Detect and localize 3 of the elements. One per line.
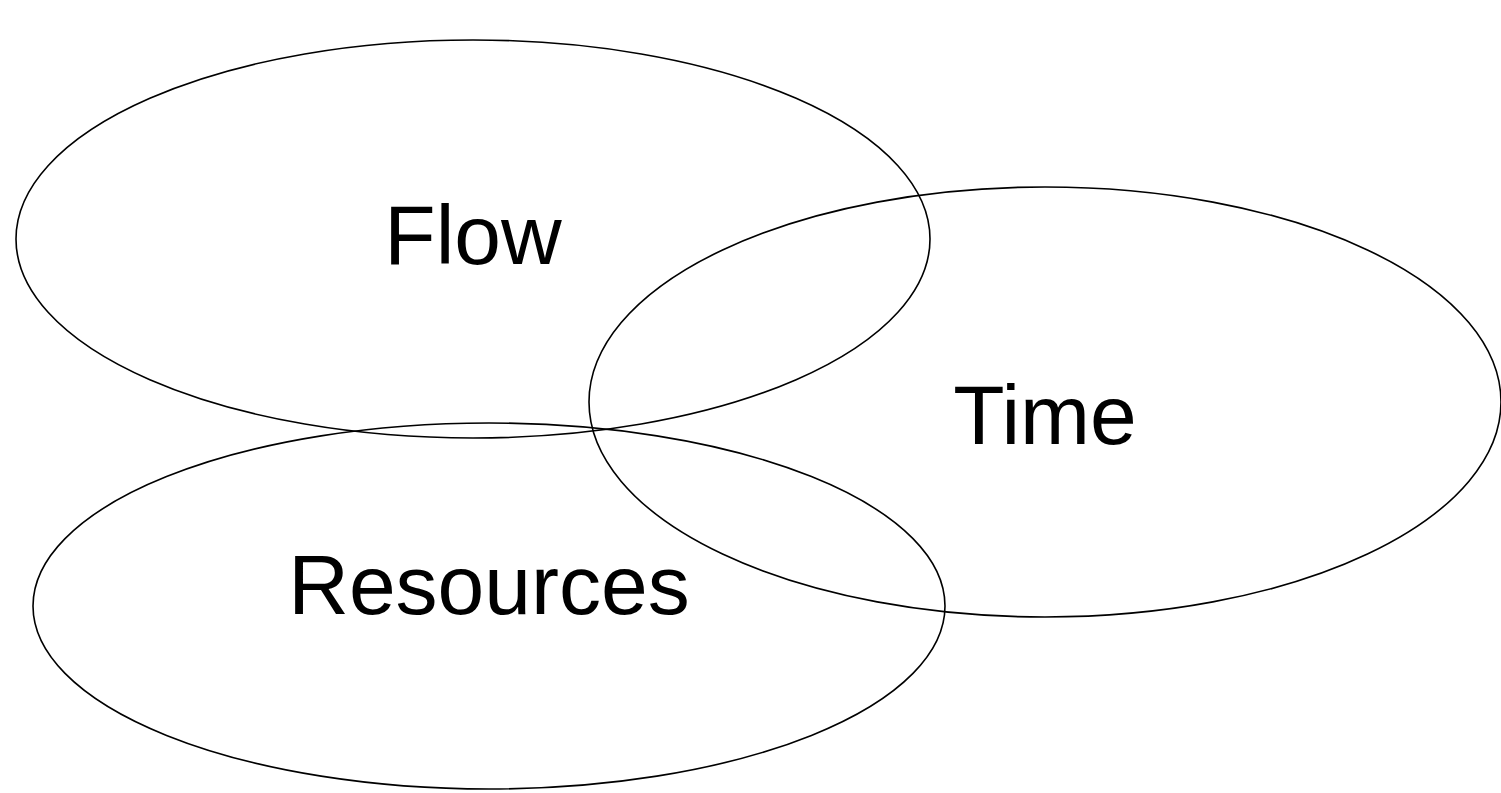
set-label: Time <box>953 373 1137 457</box>
set-label: Flow <box>384 193 562 277</box>
set-label: Resources <box>288 543 690 627</box>
